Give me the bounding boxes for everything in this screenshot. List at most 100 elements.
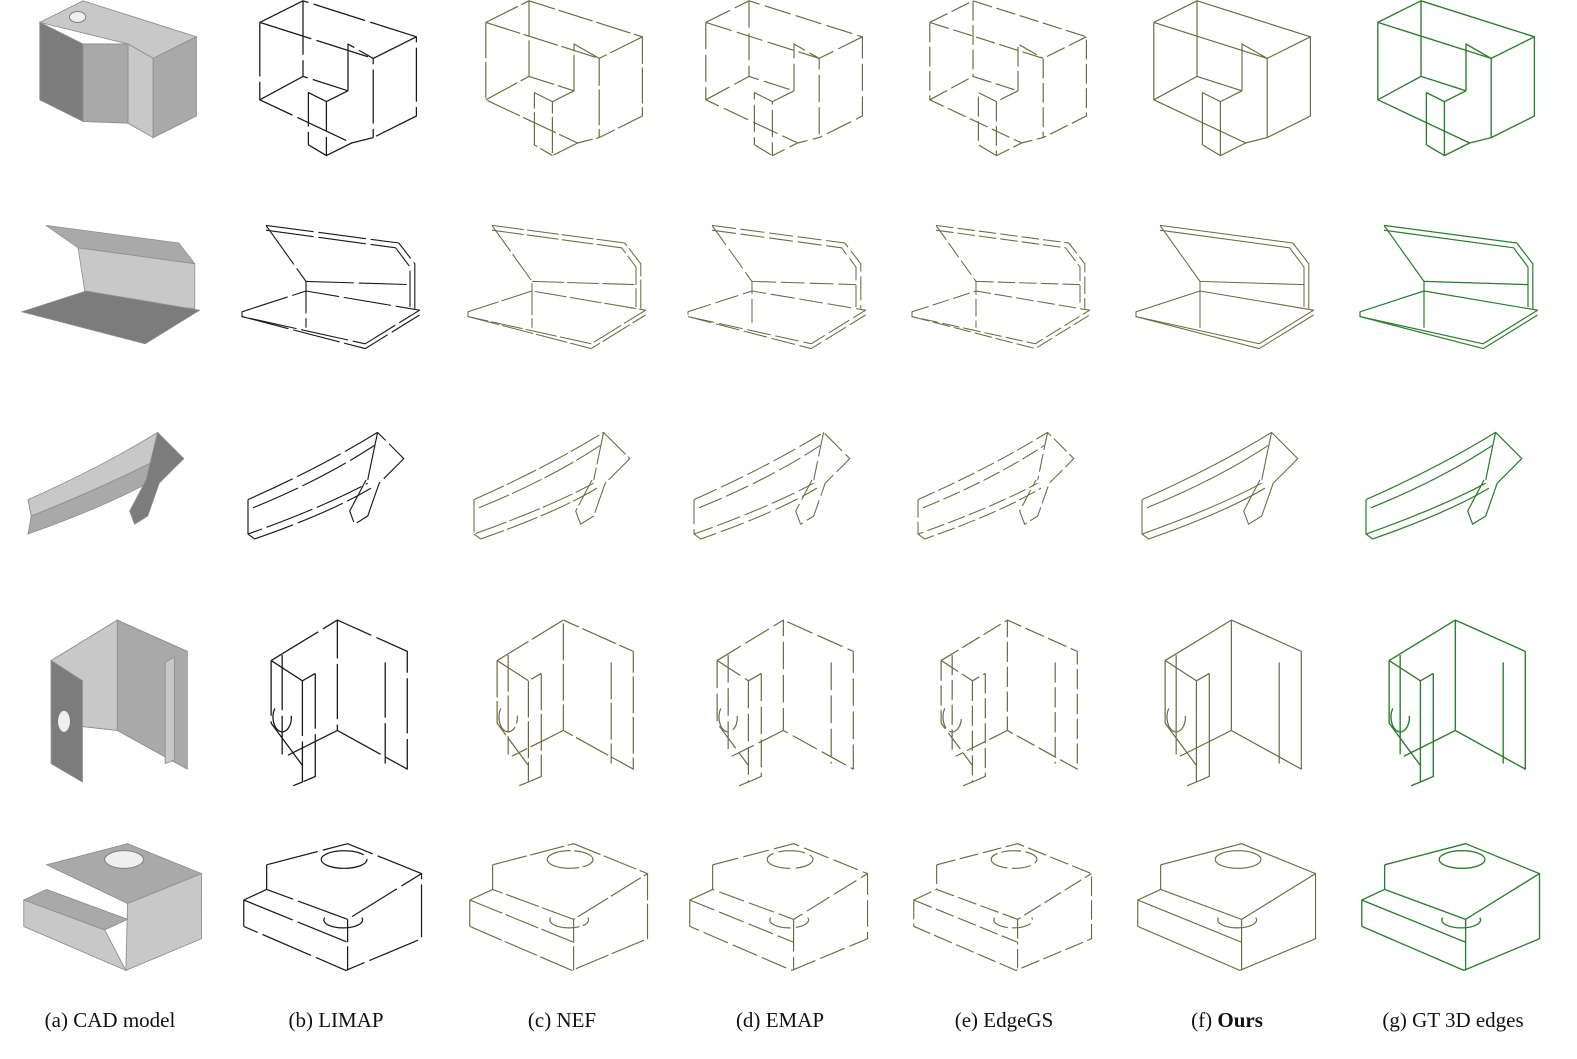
panel-f-row-4 <box>1164 619 1302 787</box>
edge-line <box>1199 280 1305 286</box>
edge-line <box>1485 432 1497 481</box>
edge-line <box>473 487 598 540</box>
edge-line <box>917 487 1042 540</box>
edge-line <box>270 660 316 682</box>
cad-face <box>77 247 196 310</box>
edge-line <box>270 660 303 766</box>
edge-line <box>766 850 814 869</box>
edge-line <box>705 21 820 59</box>
edge-line <box>1261 432 1273 481</box>
edge-line <box>711 225 753 328</box>
panel-a-row-1 <box>38 0 198 139</box>
edge-line <box>593 432 605 481</box>
edge-line <box>518 680 529 787</box>
panel-g-row-5 <box>1361 843 1541 972</box>
panel-b-row-3 <box>247 431 405 540</box>
edge-line <box>1490 36 1535 138</box>
cad-face <box>129 431 185 525</box>
edge-line <box>259 21 374 60</box>
panel-c-row-3 <box>473 431 631 540</box>
edge-line <box>1135 290 1315 345</box>
caption-f-label: Ours <box>1217 1008 1263 1032</box>
edge-line <box>913 899 1019 971</box>
edge-line <box>302 673 316 783</box>
edge-line <box>1423 280 1529 286</box>
edge-line <box>285 729 338 757</box>
edge-line <box>1361 843 1541 972</box>
edge-line <box>259 22 374 144</box>
panel-g-row-4 <box>1388 619 1526 787</box>
edge-line <box>712 864 868 920</box>
edge-line <box>1365 487 1490 540</box>
edge-line <box>1137 888 1161 901</box>
edge-line <box>1135 314 1314 350</box>
edge-line <box>1160 864 1316 920</box>
edge-line <box>935 229 1081 308</box>
caption-d-label: EMAP <box>765 1008 825 1032</box>
caption-f: (f) Ours <box>1117 1008 1337 1033</box>
caption-a-prefix: (a) <box>44 1008 68 1032</box>
edge-line <box>716 619 854 770</box>
panel-f-row-1 <box>1153 0 1311 157</box>
panel-e-row-4 <box>940 619 1078 787</box>
edge-line <box>511 729 564 757</box>
caption-a-label: CAD model <box>73 1008 176 1032</box>
edge-line <box>940 619 1078 770</box>
edge-line <box>716 660 762 682</box>
edge-line <box>748 673 762 783</box>
edge-line <box>693 431 851 525</box>
edge-line <box>1420 673 1434 783</box>
edge-line <box>1219 90 1246 157</box>
edge-line <box>1196 673 1210 783</box>
caption-c-prefix: (c) <box>527 1008 552 1032</box>
caption-e-prefix: (e) <box>954 1008 979 1032</box>
edge-line <box>1383 864 1540 921</box>
edge-line <box>265 224 416 309</box>
edge-line <box>467 290 647 345</box>
edge-line <box>1403 729 1456 757</box>
edge-line <box>1159 224 1310 309</box>
panel-e-row-5 <box>913 843 1093 971</box>
edge-line <box>292 680 304 787</box>
edge-line <box>473 482 594 535</box>
edge-line <box>1377 75 1467 101</box>
caption-d-prefix: (d) <box>735 1008 761 1032</box>
edge-line <box>705 75 795 101</box>
edge-line <box>1217 917 1258 929</box>
edge-line <box>929 0 1087 139</box>
edge-line <box>485 22 600 144</box>
edge-line <box>1266 36 1311 138</box>
panel-c-row-4 <box>496 619 634 787</box>
edge-line <box>689 899 795 971</box>
panel-c-row-5 <box>469 843 649 971</box>
panel-g-row-1 <box>1377 0 1536 157</box>
cad-face <box>125 872 202 972</box>
edge-line <box>1390 708 1411 733</box>
edge-line <box>942 708 962 733</box>
edge-line <box>485 0 643 139</box>
edge-line <box>1153 0 1311 139</box>
edge-line <box>935 225 977 328</box>
panel-b-row-1 <box>259 0 418 157</box>
edge-line <box>917 482 1038 535</box>
edge-line <box>372 36 417 138</box>
hole-icon <box>57 709 71 733</box>
edge-line <box>687 290 867 345</box>
edge-line <box>689 888 713 901</box>
panel-e-row-3 <box>917 431 1075 540</box>
edge-line <box>753 92 773 157</box>
edge-line <box>266 864 422 920</box>
edge-line <box>496 660 542 682</box>
edge-line <box>977 92 997 157</box>
edge-line <box>1159 229 1305 308</box>
edge-line <box>243 899 349 971</box>
edge-line <box>265 225 307 328</box>
caption-d: (d) EMAP <box>670 1008 890 1033</box>
edge-line <box>1383 229 1529 308</box>
edge-line <box>1365 482 1487 535</box>
edge-line <box>469 843 649 971</box>
edge-line <box>751 280 857 286</box>
edge-line <box>1146 445 1269 509</box>
panel-c-row-2 <box>467 224 647 350</box>
edge-line <box>496 660 529 766</box>
